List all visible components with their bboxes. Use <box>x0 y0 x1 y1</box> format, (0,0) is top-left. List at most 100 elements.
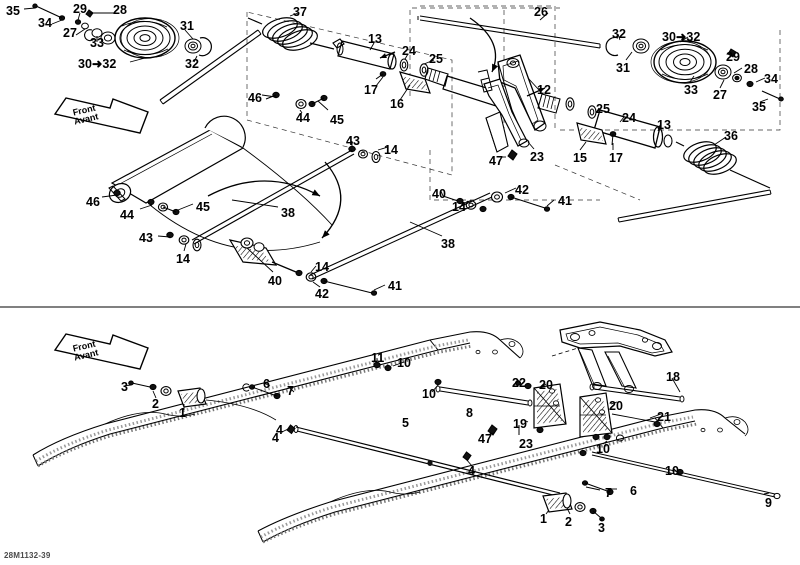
upper-left-shaft <box>159 29 262 105</box>
part-callout-40: 40 <box>432 187 446 201</box>
rail-rear <box>32 331 521 468</box>
part-callout-1: 1 <box>179 406 186 420</box>
part-callout-10: 10 <box>596 442 610 456</box>
part-callout-34: 34 <box>764 72 778 86</box>
part-callout-20: 20 <box>609 399 623 413</box>
part-callout-29: 29 <box>73 2 87 16</box>
part-callout-47: 47 <box>489 154 503 168</box>
part-callout-30-32: 30➜32 <box>78 57 117 71</box>
part-callout-24: 24 <box>622 111 636 125</box>
part-callout-46: 46 <box>86 195 100 209</box>
part-callout-43: 43 <box>346 134 360 148</box>
part-callout-36: 36 <box>724 129 738 143</box>
front-arrow-upper <box>53 97 149 134</box>
part-callout-21: 21 <box>657 410 671 424</box>
part-callout-14: 14 <box>384 143 398 157</box>
right-idler-wheel-assembly <box>650 40 717 84</box>
part-callout-35: 35 <box>752 100 766 114</box>
part-callout-38: 38 <box>441 237 455 251</box>
part-callout-6: 6 <box>263 377 270 391</box>
upper-assembly-group <box>32 3 784 296</box>
part-callout-8: 8 <box>466 406 473 420</box>
part-callout-24: 24 <box>402 44 416 58</box>
part-callout-4: 4 <box>468 464 475 478</box>
part-callout-27: 27 <box>713 88 727 102</box>
rod-38-upper <box>191 149 355 245</box>
part-callout-47: 47 <box>478 432 492 446</box>
part-callout-9: 9 <box>765 496 772 510</box>
part-callout-14: 14 <box>452 200 466 214</box>
part-callout-20: 20 <box>539 378 553 392</box>
lower-rail-group <box>23 7 781 544</box>
right-wheel-hardware <box>605 36 784 102</box>
part-callout-11: 11 <box>371 351 385 365</box>
hardware-46-44-45-mid <box>265 91 328 110</box>
part-callout-25: 25 <box>596 102 610 116</box>
upper-right-shaft-26 <box>417 15 601 49</box>
part-callout-28: 28 <box>744 62 758 76</box>
part-callout-7: 7 <box>287 384 294 398</box>
torsion-spring-37 <box>247 17 335 51</box>
hardware-6-7-right <box>581 480 614 496</box>
hardware-40-14-42-41-right <box>442 191 551 213</box>
leader-lines-upper <box>23 7 769 291</box>
rod-38-lower <box>309 192 493 280</box>
part-callout-4: 4 <box>272 431 279 445</box>
part-callout-33: 33 <box>90 36 104 50</box>
part-callout-2: 2 <box>152 397 159 411</box>
rail-front <box>257 409 746 544</box>
part-callout-43: 43 <box>139 231 153 245</box>
bolt-47-left <box>507 149 518 161</box>
part-callout-29: 29 <box>726 50 740 64</box>
part-callout-28: 28 <box>113 3 127 17</box>
part-callout-31: 31 <box>616 61 630 75</box>
bolts-4-10-11 <box>286 361 684 476</box>
part-callout-16: 16 <box>390 97 404 111</box>
part-callout-1: 1 <box>540 512 547 526</box>
part-callout-10: 10 <box>665 464 679 478</box>
part-callout-33: 33 <box>684 83 698 97</box>
part-callout-12: 12 <box>537 83 551 97</box>
part-callout-31: 31 <box>180 19 194 33</box>
part-callout-34: 34 <box>38 16 52 30</box>
part-callout-30-32: 30➜32 <box>662 30 701 44</box>
part-callout-22: 22 <box>512 376 526 390</box>
part-callout-15: 15 <box>573 151 587 165</box>
part-callout-35: 35 <box>6 4 20 18</box>
long-rod-right <box>617 189 772 223</box>
center-upper-arm <box>551 321 673 393</box>
part-callout-17: 17 <box>364 83 378 97</box>
part-callout-32: 32 <box>612 27 626 41</box>
slider-block-1-left <box>128 380 277 421</box>
cross-shaft-5 <box>293 425 562 498</box>
part-callout-38: 38 <box>281 206 295 220</box>
bolt-17-left <box>375 71 387 80</box>
rod-9 <box>591 451 781 500</box>
bolt-17-right <box>609 131 617 146</box>
part-callout-10: 10 <box>397 356 411 370</box>
bracket-20-left <box>487 380 567 436</box>
leader-lines-lower <box>123 358 770 522</box>
part-callout-17: 17 <box>609 151 623 165</box>
hardware-43-14-mid <box>348 145 381 164</box>
left-wheel-hardware <box>32 3 212 57</box>
bracket-20-right <box>579 392 661 442</box>
part-callout-4: 4 <box>276 423 283 437</box>
part-callout-45: 45 <box>330 113 344 127</box>
shock-tube-13-left <box>332 38 501 107</box>
part-callout-14: 14 <box>176 252 190 266</box>
rod-8 <box>435 385 533 407</box>
part-callout-3: 3 <box>598 521 605 535</box>
motion-arrows <box>207 17 546 239</box>
part-callout-23: 23 <box>519 437 533 451</box>
part-callout-41: 41 <box>388 279 402 293</box>
part-callout-6: 6 <box>630 484 637 498</box>
part-callout-40: 40 <box>268 274 282 288</box>
block-15 <box>576 122 607 145</box>
part-callout-25: 25 <box>429 52 443 66</box>
part-callout-26: 26 <box>534 5 548 19</box>
diagram-watermark: 28M1132-39 <box>4 551 51 560</box>
part-callout-44: 44 <box>296 111 310 125</box>
hardware-43-14-left <box>166 231 202 252</box>
